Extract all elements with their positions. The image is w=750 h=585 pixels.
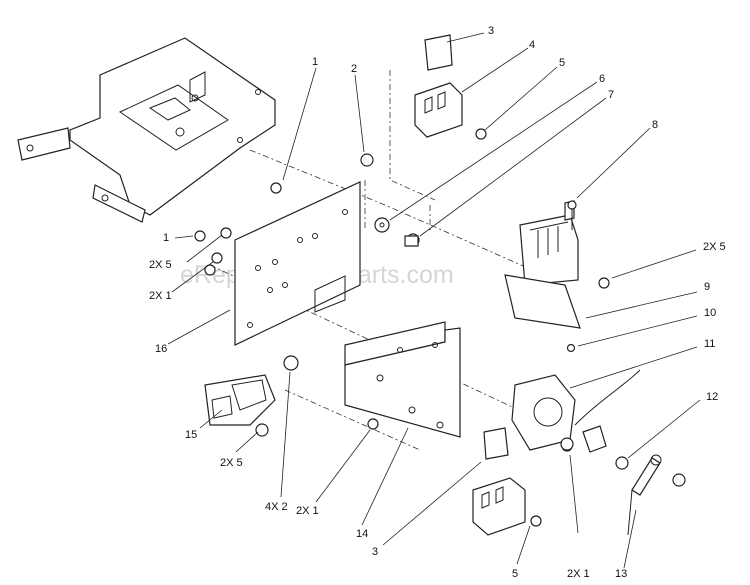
callout-5-bottom: 5 [512,568,518,580]
callout-2x5-right: 2X 5 [703,241,726,253]
callout-2x1-left: 2X 1 [149,290,172,302]
leader-lines [167,32,701,569]
plug-bracket-9 [504,200,581,329]
callout-8: 8 [652,119,658,131]
callout-10: 10 [704,307,716,319]
fasteners [194,128,686,527]
callout-2x1-mid: 2X 1 [296,505,319,517]
frame-plate [17,37,276,223]
callout-3-top: 3 [488,25,494,37]
callout-2x1-bottom: 2X 1 [567,568,590,580]
callout-2-top: 2 [351,63,357,75]
relay-block-bottom [472,427,526,536]
callout-14: 14 [356,528,368,540]
callout-16: 16 [155,343,167,355]
callout-13: 13 [615,568,627,580]
callout-5-top: 5 [559,57,565,69]
callout-6: 6 [599,73,605,85]
callout-15: 15 [185,429,197,441]
cable-13 [627,454,662,536]
callout-4x2: 4X 2 [265,501,288,513]
relay-15 [204,374,276,426]
callout-7: 7 [608,89,614,101]
callout-2x5-bottom: 2X 5 [220,457,243,469]
callout-11: 11 [704,338,715,350]
callout-9: 9 [704,281,710,293]
mounting-plate-16 [234,181,361,346]
callout-1-top: 1 [312,56,318,68]
callout-2x5-left: 2X 5 [149,259,172,271]
solenoid-11 [511,369,641,453]
bracket-14 [344,321,461,438]
callout-12: 12 [706,391,718,403]
callout-4: 4 [529,39,535,51]
callout-labels: 1 2 3 4 5 6 7 8 1 2X 5 2X 1 16 2X 5 9 10… [149,25,726,580]
callout-1-left: 1 [163,232,169,244]
relay-block-4 [414,34,463,138]
callout-3-bottom: 3 [372,546,378,558]
